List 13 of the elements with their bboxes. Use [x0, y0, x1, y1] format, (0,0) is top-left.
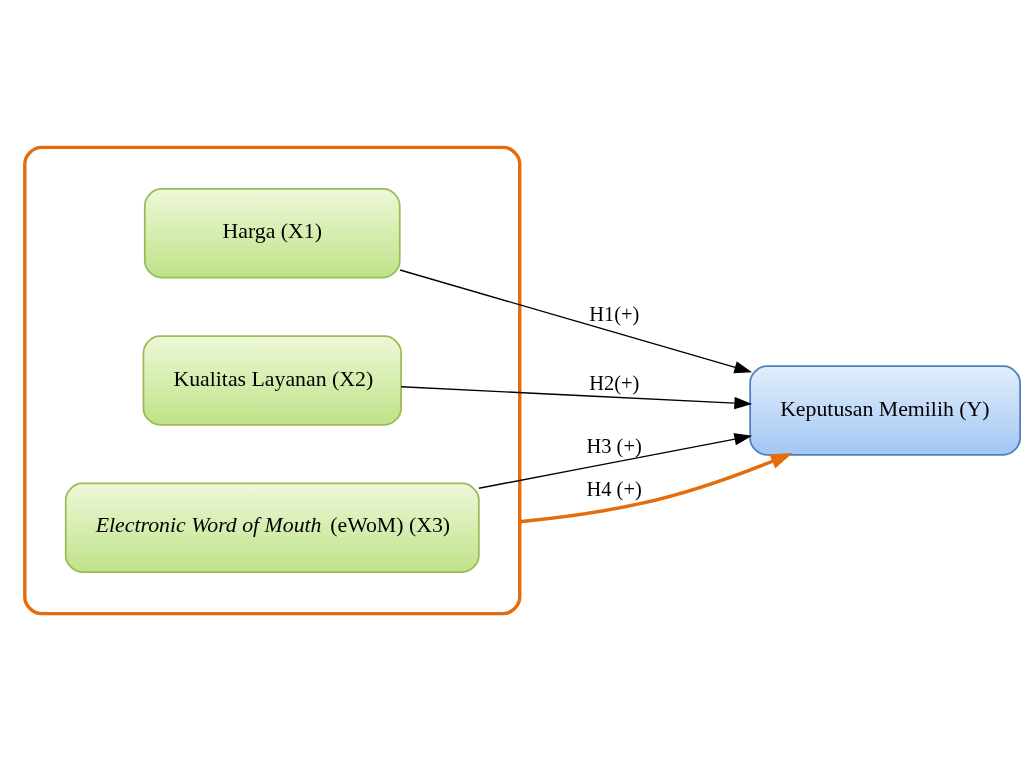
node-box: Keputusan Memilih (Y) — [749, 364, 1021, 456]
arrow — [400, 385, 753, 409]
cluster — [23, 145, 522, 615]
edge-label: H2(+) — [589, 371, 640, 394]
edge-label: H4 (+) — [586, 477, 642, 500]
node-box: Harga (X1) — [143, 187, 401, 278]
arrow — [519, 452, 793, 523]
edge-label: H3 (+) — [586, 434, 642, 457]
node-box: Electronic Word of Mouth (eWoM) (X3) — [64, 482, 480, 573]
arrow — [478, 432, 753, 489]
node-box: Kualitas Layanan (X2) — [142, 334, 402, 426]
edge-label: H1(+) — [589, 302, 640, 325]
arrow — [399, 268, 753, 373]
